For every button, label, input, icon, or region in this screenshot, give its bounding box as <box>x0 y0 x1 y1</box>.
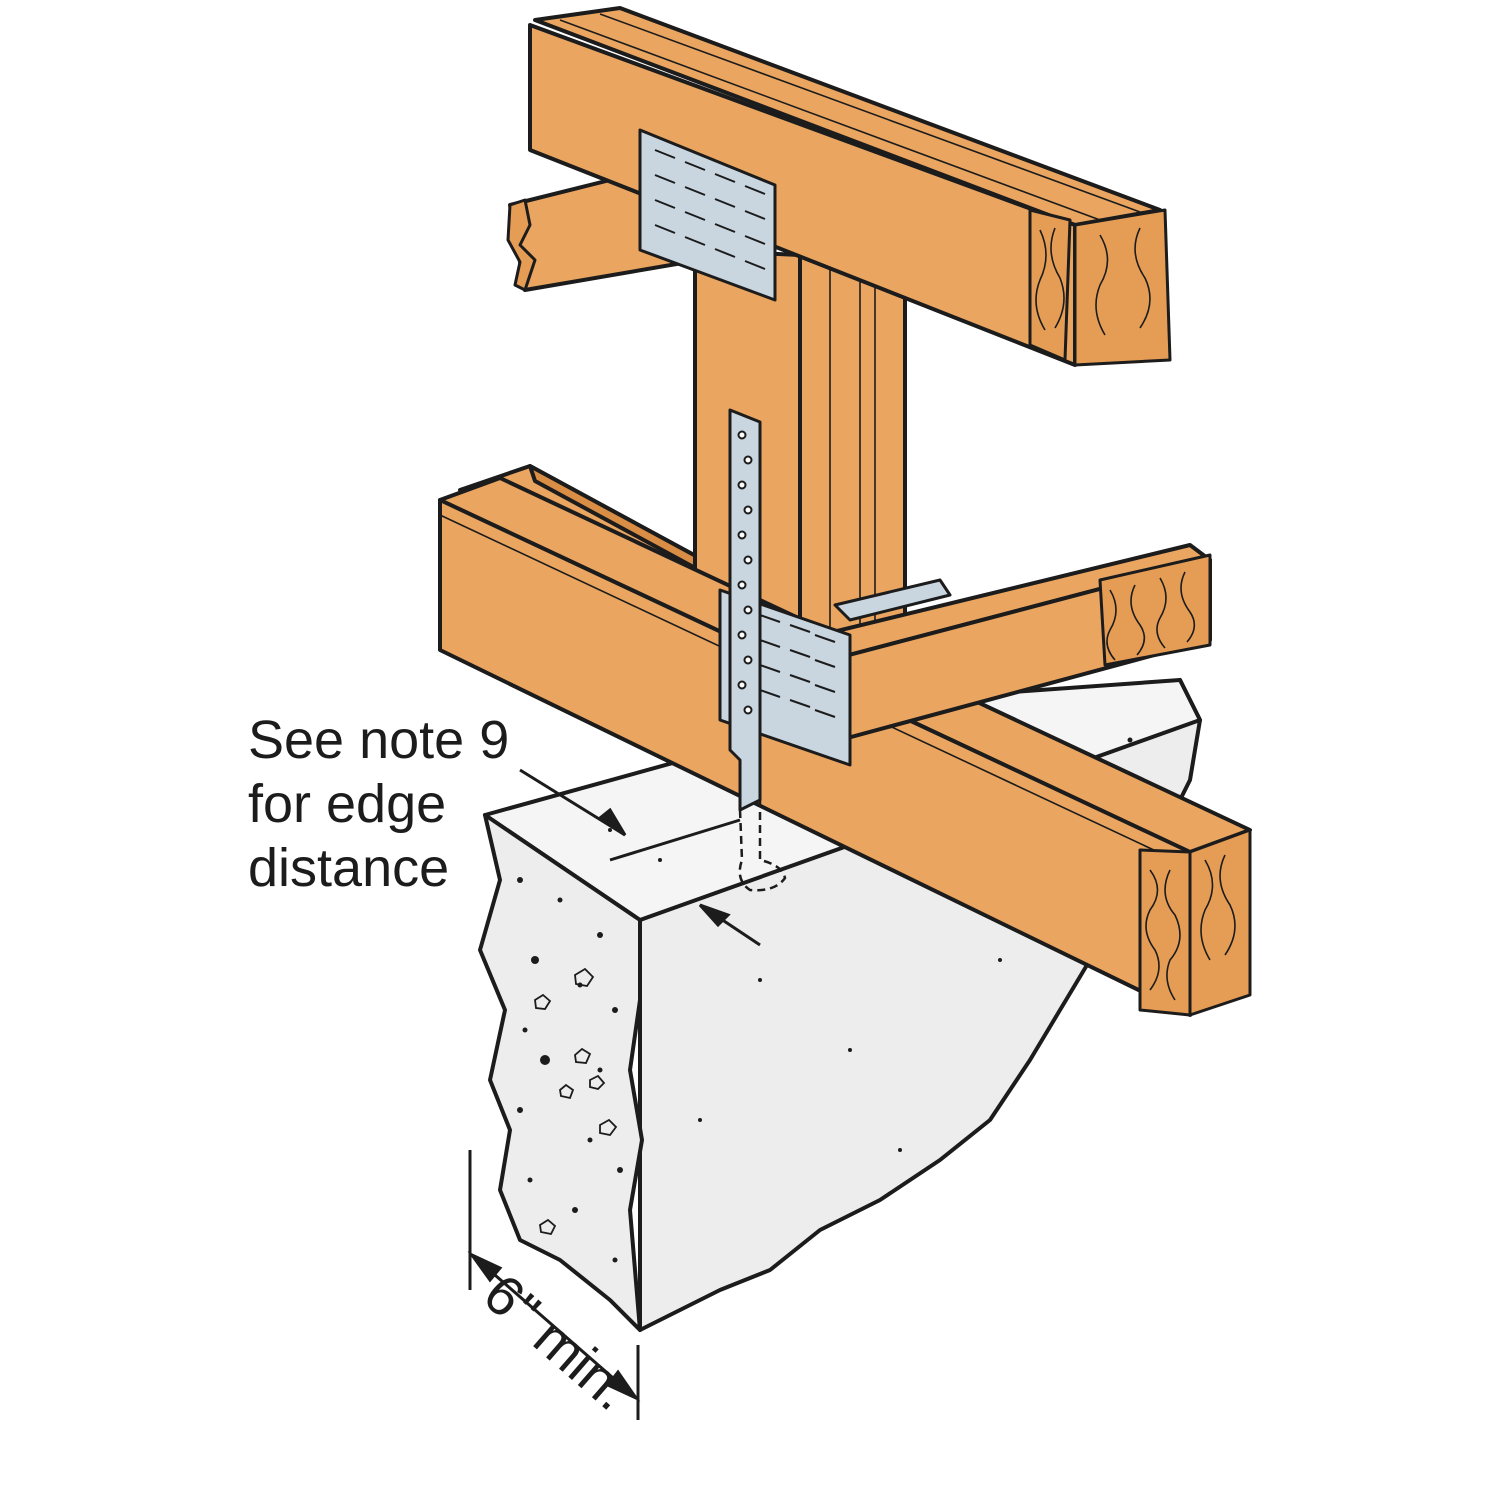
edge-note-line-1: See note 9 <box>248 710 509 770</box>
upper-beam <box>528 6 1172 367</box>
edge-note-line-3: distance <box>248 838 449 898</box>
width-dimension <box>467 1150 641 1420</box>
lower-right-beam <box>798 543 1212 742</box>
edge-distance-dimension <box>519 768 761 947</box>
upper-nail-plate <box>638 128 777 302</box>
concrete-texture <box>517 737 1133 1263</box>
foundation-front-face <box>478 813 644 1332</box>
edge-note-line-2: for edge <box>248 774 446 834</box>
strap-tie <box>728 408 787 892</box>
